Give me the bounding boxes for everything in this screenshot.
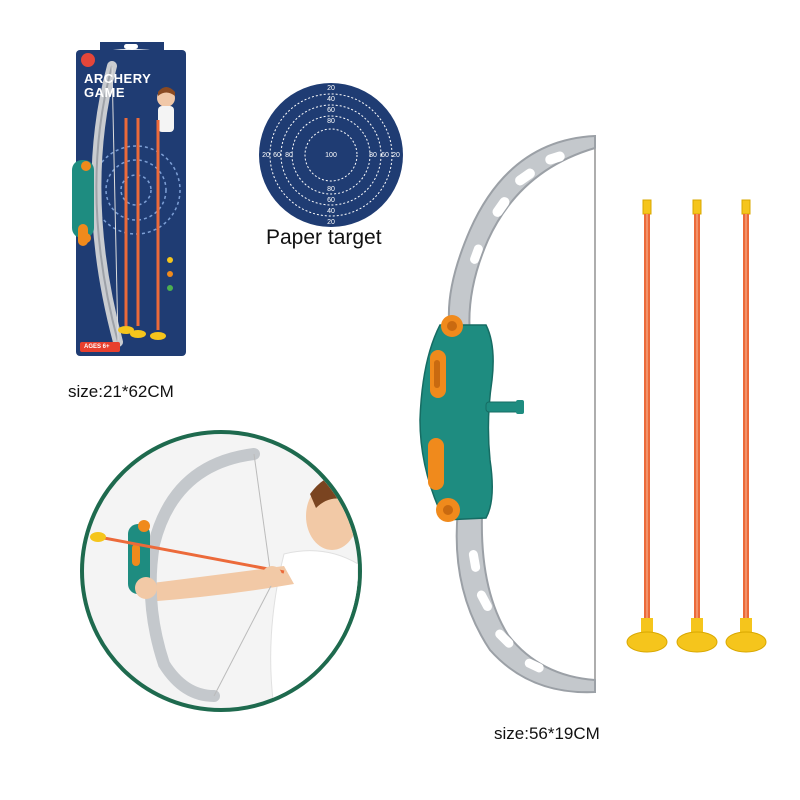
target-label-top-3: 80 — [327, 118, 335, 125]
target-label-top-1: 40 — [327, 96, 335, 103]
target-center-label: 100 — [325, 152, 337, 159]
paper-target: 100 20 40 60 80 80 60 40 20 20 60 80 80 … — [258, 82, 404, 228]
target-label-right-0: 80 — [369, 152, 377, 159]
target-label-top-0: 20 — [327, 85, 335, 92]
package-size-caption: size:21*62CM — [68, 382, 174, 401]
arrows-illustration — [626, 199, 767, 653]
bow-illustration — [419, 134, 596, 694]
target-caption: Paper target — [266, 226, 382, 249]
child-photo-illustration — [90, 448, 358, 708]
target-label-bottom-2: 40 — [327, 208, 335, 215]
target-label-left-2: 80 — [285, 152, 293, 159]
target-label-bottom-3: 20 — [327, 219, 335, 226]
package-title: ARCHERY GAME — [84, 72, 151, 100]
target-label-left-1: 60 — [273, 152, 281, 159]
package-illustration — [72, 42, 186, 356]
target-illustration: 100 20 40 60 80 80 60 40 20 20 60 80 80 … — [259, 83, 403, 227]
target-label-bottom-0: 80 — [327, 186, 335, 193]
package-title-line2: GAME — [84, 85, 125, 100]
target-label-right-2: 20 — [392, 152, 400, 159]
target-label-bottom-1: 60 — [327, 197, 335, 204]
child-usage-photo — [80, 430, 362, 712]
target-label-top-2: 60 — [327, 107, 335, 114]
package-age-label: AGES 6+ — [84, 344, 110, 350]
arrows-set — [622, 194, 772, 658]
package-title-line1: ARCHERY — [84, 71, 152, 86]
target-label-left-0: 20 — [262, 152, 270, 159]
bow-product — [400, 120, 610, 700]
package-card: ARCHERY GAME AGES 6+ — [72, 42, 190, 358]
bow-size-caption: size:56*19CM — [494, 724, 600, 743]
target-label-right-1: 60 — [381, 152, 389, 159]
